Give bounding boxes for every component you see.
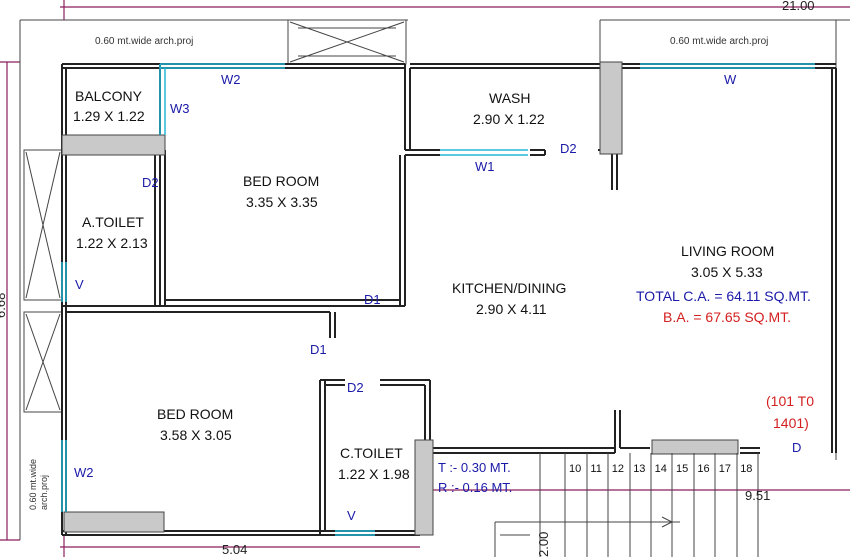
room-bedroom-1: BED ROOM 3.35 X 3.35 [243,173,319,210]
room-name: BED ROOM [243,173,319,189]
door-label-d-living: D [792,440,801,455]
room-name: KITCHEN/DINING [452,280,566,296]
dim-bottom-stair: 2.00 [536,532,551,557]
room-name: C.TOILET [340,445,403,461]
room-name: WASH [489,90,530,106]
room-name: BED ROOM [157,406,233,422]
staircase [494,453,759,557]
stair-tread: T :- 0.30 MT. [438,460,511,475]
columns [61,61,739,536]
door-label-d2-ctoilet: D2 [347,380,364,395]
door-label-d2-wash: D2 [560,141,577,156]
stair-step-number: 12 [612,463,624,475]
unit-range-line-1: (101 T0 [766,393,814,409]
stair-step-number: 10 [569,463,581,475]
dim-top-total: 21.00 [782,0,815,13]
room-size: 3.35 X 3.35 [246,194,318,210]
window-label-w2-top: W2 [221,72,241,87]
stair-step-number: 18 [740,463,752,475]
proj-left-label-1: 0.60 mt.wide [28,459,38,510]
window-label-w2-bed2: W2 [74,465,94,480]
room-name: BALCONY [75,88,143,104]
room-attached-toilet: A.TOILET 1.22 X 2.13 [76,214,148,251]
room-size: 2.90 X 1.22 [473,111,545,127]
stair-step-number: 13 [633,463,645,475]
stair-step-number: 14 [655,463,667,475]
door-label-d1-bed2: D1 [310,342,327,357]
stair-step-number: 16 [697,463,709,475]
room-size: 1.22 X 2.13 [76,235,148,251]
stair-step-numbers: 10 11 12 13 14 15 16 17 18 [569,463,752,475]
dim-bottom-left: 5.04 [222,542,247,557]
room-balcony: BALCONY 1.29 X 1.22 [73,88,145,124]
door-label-d1-bed1: D1 [364,292,381,307]
room-kitchen-dining: KITCHEN/DINING 2.90 X 4.11 [452,280,566,317]
room-size: 3.58 X 3.05 [160,427,232,443]
proj-top-left-label: 0.60 mt.wide arch.proj [95,36,193,47]
window-label-w1: W1 [475,159,495,174]
room-name: LIVING ROOM [681,243,774,259]
room-name: A.TOILET [82,214,144,230]
room-bedroom-2: BED ROOM 3.58 X 3.05 [157,406,233,443]
proj-top-right-label: 0.60 mt.wide arch.proj [670,36,768,47]
windows [61,63,815,536]
room-living: LIVING ROOM 3.05 X 5.33 [681,243,774,280]
stair-step-number: 11 [590,463,601,475]
left-projection [19,62,63,540]
room-size: 1.22 X 1.98 [338,466,410,482]
stair-step-number: 17 [719,463,731,475]
room-size: 3.05 X 5.33 [691,264,763,280]
proj-left-label-2: arch.proj [39,475,49,510]
door-label-d2-atoilet: D2 [142,175,159,190]
vent-label-atoilet: V [75,277,84,292]
unit-range-line-2: 1401) [773,415,809,431]
window-label-w-living: W [724,72,737,87]
stair-step-number: 15 [676,463,688,475]
room-common-toilet: C.TOILET 1.22 X 1.98 [338,445,410,482]
room-wash: WASH 2.90 X 1.22 [473,90,545,127]
room-size: 1.29 X 1.22 [73,108,145,124]
vent-label-ctoilet: V [347,508,356,523]
stair-riser: R :- 0.16 MT. [438,480,512,495]
built-up-area: B.A. = 67.65 SQ.MT. [663,309,791,325]
dim-right-stair: 9.51 [745,488,770,503]
dim-left-height: 6.68 [0,293,8,318]
room-size: 2.90 X 4.11 [476,301,547,317]
window-label-w3: W3 [170,101,190,116]
total-carpet-area: TOTAL C.A. = 64.11 SQ.MT. [636,288,811,304]
